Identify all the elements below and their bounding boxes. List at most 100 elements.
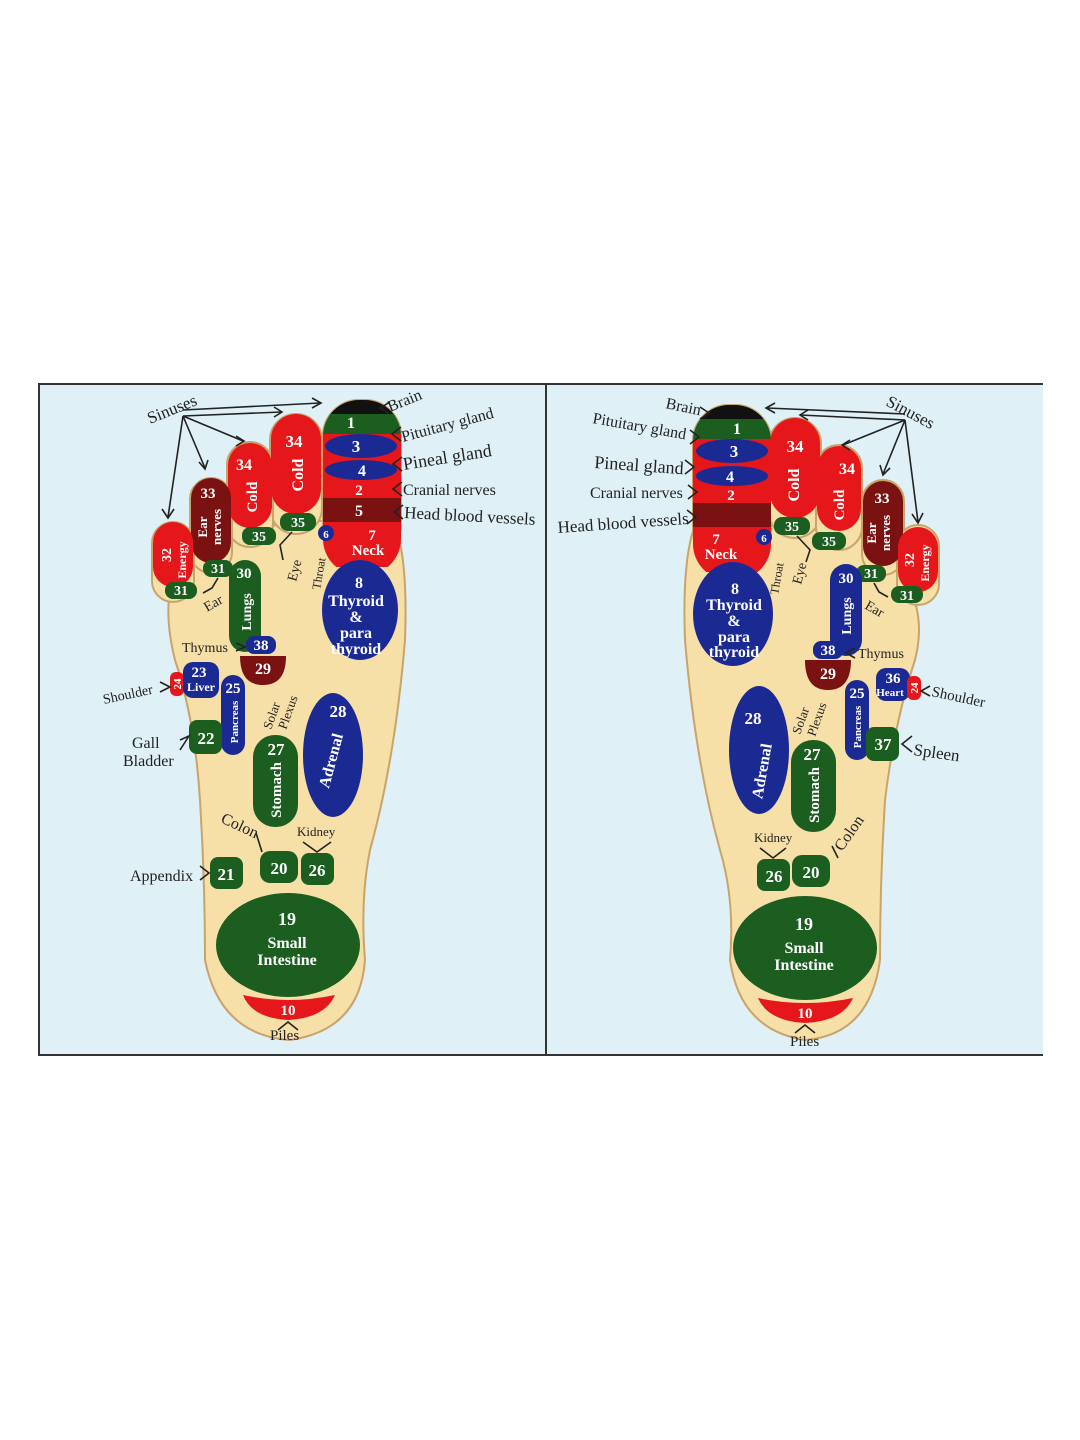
right-zone-33-t1: Ear [864, 522, 879, 543]
left-zone-29 [240, 656, 286, 685]
right-zone-30-text: Lungs [840, 597, 855, 635]
right-zone-36-num: 36 [886, 671, 902, 687]
left-zone-1 [323, 414, 401, 434]
right-zone-20 [792, 855, 830, 887]
right-zone-27-text: Stomach [807, 766, 823, 822]
right-zone-38 [813, 641, 843, 659]
right-zone-7-text: Neck [705, 547, 738, 563]
left-zone-6-label: 6 [323, 529, 329, 541]
left-zone-2 [323, 482, 401, 498]
right-zone-34b-text: Cold [832, 489, 848, 521]
left-zone-30 [229, 560, 261, 652]
right-zone-19-t1: Small [784, 940, 824, 957]
right-zone-8-t0: 8 [731, 581, 739, 598]
left-zone-32 [153, 522, 193, 587]
left-label-gall: Gall [132, 735, 160, 752]
left-zone-7-text: Neck [352, 543, 385, 559]
right-zone-19-num: 19 [795, 914, 813, 934]
left-zone-35b-label: 35 [252, 530, 266, 545]
right-zone-34a [770, 418, 820, 518]
right-zone-10 [758, 998, 853, 1023]
left-zone-25-num: 25 [226, 681, 241, 697]
right-zone-8-t2: & [727, 613, 740, 630]
left-zone-20 [260, 851, 298, 883]
left-zone-4 [325, 460, 397, 480]
right-zone-19-t2: Intestine [774, 957, 834, 974]
left-zone-1-label: 1 [347, 415, 355, 432]
left-zone-35b-bg [242, 527, 276, 545]
right-label-piles: Piles [790, 1034, 819, 1050]
right-zone-33-t2: nerves [878, 515, 893, 551]
right-sinus-arrows [764, 402, 924, 525]
right-zone-5 [693, 503, 771, 527]
left-zone-10 [243, 995, 335, 1020]
right-zone-24 [907, 676, 921, 700]
right-label-cranial: Cranial nerves [590, 485, 683, 502]
right-zone-8 [693, 562, 773, 666]
right-zone-24-label: 24 [909, 682, 921, 694]
left-zone-5-label: 5 [355, 503, 363, 520]
right-zone-20-label: 20 [803, 863, 820, 882]
right-zone-34b-num: 34 [839, 461, 855, 478]
right-zone-29 [805, 660, 851, 690]
right-zone-32-num: 32 [903, 553, 918, 567]
left-label-piles: Piles [270, 1028, 299, 1044]
left-zone-24-label: 24 [172, 678, 184, 690]
left-zone-35a-bg [280, 513, 316, 531]
left-label-throat: Throat [309, 556, 328, 591]
left-zone-38-label: 38 [254, 638, 269, 654]
left-zone-32-num: 32 [160, 548, 175, 562]
right-zone-8-t4: thyroid [709, 644, 759, 661]
left-zone-27-num: 27 [268, 740, 286, 759]
right-zone-31a-bg [856, 565, 886, 582]
left-zone-33 [191, 478, 231, 563]
left-zone-26-label: 26 [309, 861, 326, 880]
right-zone-6-bg [756, 529, 772, 545]
left-zone-8-t4: thyroid [331, 641, 381, 658]
left-zone-27 [253, 735, 298, 827]
right-zone-29-label: 29 [820, 666, 836, 683]
right-zone-19 [733, 896, 877, 1000]
left-zone-28 [303, 693, 363, 817]
right-zone-25 [845, 680, 869, 760]
right-zone-31b-bg [891, 586, 923, 603]
left-zone-25 [221, 675, 245, 755]
left-zone-31b-bg [165, 582, 197, 599]
right-foot: 1 3 4 2 7 Neck 34 Cold 34 Cold 33 Ear ne… [557, 392, 987, 1050]
left-zone-19 [216, 893, 360, 997]
right-zone-32 [898, 527, 938, 592]
right-zone-3 [696, 439, 768, 463]
left-zone-3-label: 3 [352, 437, 361, 456]
left-zone-19-t1: Small [267, 935, 307, 952]
left-zone-33-t2: nerves [209, 509, 224, 545]
left-zone-34a-text: Cold [290, 458, 307, 491]
left-zone-10-label: 10 [281, 1003, 296, 1019]
left-zone-38 [246, 636, 276, 654]
right-zone-7-num: 7 [712, 532, 720, 548]
right-zone-30 [830, 564, 862, 656]
left-zone-33-num: 33 [201, 486, 216, 502]
right-label-thymus: Thymus [858, 647, 904, 662]
right-zone-6-label: 6 [761, 533, 767, 545]
left-zone-23 [183, 662, 219, 698]
left-zone-8 [322, 560, 398, 660]
right-zone-30-num: 30 [839, 571, 854, 587]
left-zone-34b-num: 34 [236, 457, 252, 474]
right-zone-34a-text: Cold [786, 468, 803, 501]
right-zone-4 [696, 466, 768, 486]
left-zone-24 [170, 672, 184, 696]
left-zone-6-bg [318, 525, 334, 541]
right-zone-37 [866, 727, 899, 761]
right-zone-33 [863, 481, 903, 566]
right-label-eye: Eye [790, 561, 810, 586]
right-zone-27-num: 27 [804, 745, 822, 764]
left-zone-3 [325, 434, 397, 458]
right-zone-35b-label: 35 [822, 535, 836, 550]
right-zone-28 [729, 686, 789, 814]
right-label-kidney: Kidney [754, 830, 793, 845]
right-zone-36 [876, 668, 910, 701]
left-label-pointers [159, 401, 404, 1031]
left-zone-8-t0: 8 [355, 575, 363, 592]
